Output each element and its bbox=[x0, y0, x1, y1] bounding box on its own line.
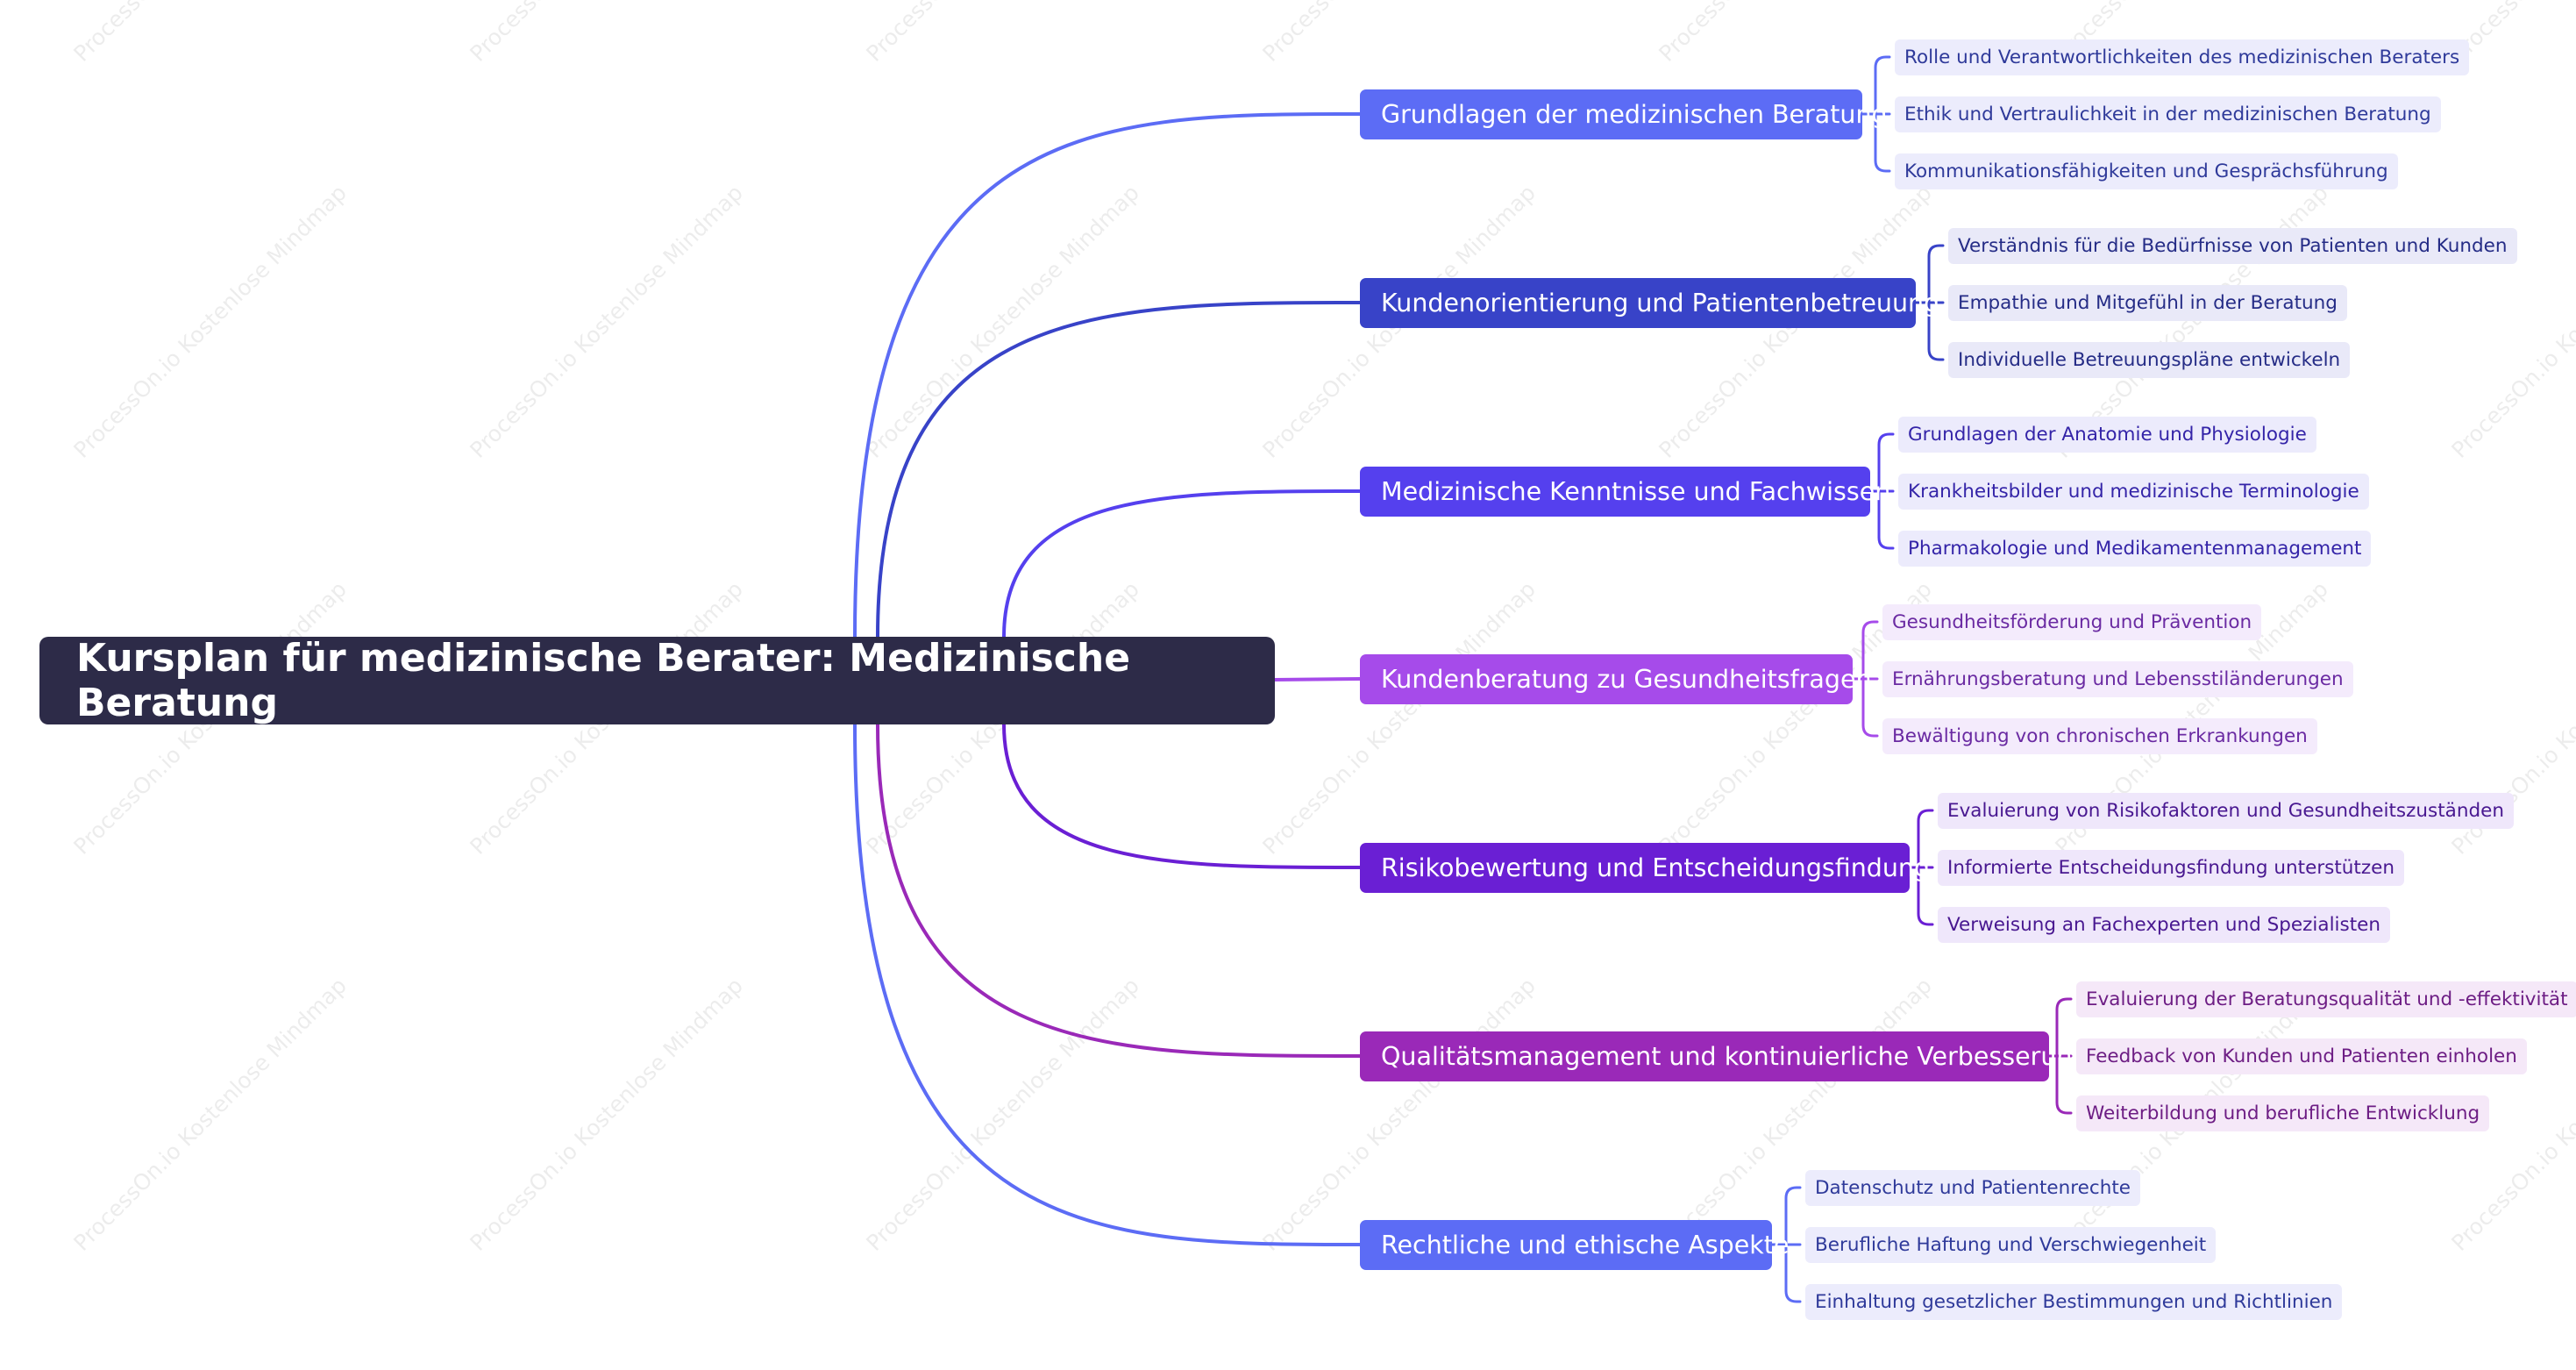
leaf-node[interactable]: Datenschutz und Patientenrechte bbox=[1805, 1169, 2140, 1206]
leaf-node[interactable]: Bewältigung von chronischen Erkrankungen bbox=[1882, 717, 2317, 754]
leaf-bracket bbox=[2055, 997, 2073, 1115]
leaf-label: Gesundheitsförderung und Prävention bbox=[1892, 610, 2252, 633]
branch-connector bbox=[876, 723, 1362, 1058]
leaf-node[interactable]: Rolle und Verantwortlichkeiten des mediz… bbox=[1895, 39, 2470, 75]
leaf-label: Berufliche Haftung und Verschwiegenheit bbox=[1815, 1233, 2207, 1256]
leaf-label: Krankheitsbilder und medizinische Termin… bbox=[1908, 480, 2359, 503]
leaf-node[interactable]: Evaluierung der Beratungsqualität und -e… bbox=[2076, 981, 2576, 1017]
branch-connector bbox=[876, 301, 1362, 639]
leaf-label: Ethik und Vertraulichkeit in der medizin… bbox=[1904, 103, 2431, 125]
branch-connector bbox=[1002, 489, 1362, 639]
leaf-label: Empathie und Mitgefühl in der Beratung bbox=[1958, 291, 2338, 314]
branch-label: Qualitätsmanagement und kontinuierliche … bbox=[1381, 1041, 2089, 1071]
branch-node[interactable]: Risikobewertung und Entscheidungsfindung bbox=[1360, 842, 1930, 893]
leaf-node[interactable]: Ernährungsberatung und Lebensstiländerun… bbox=[1882, 660, 2353, 697]
leaf-node[interactable]: Krankheitsbilder und medizinische Termin… bbox=[1898, 473, 2369, 510]
leaf-label: Bewältigung von chronischen Erkrankungen bbox=[1892, 724, 2308, 747]
leaf-label: Individuelle Betreuungspläne entwickeln bbox=[1958, 348, 2341, 371]
leaf-node[interactable]: Feedback von Kunden und Patienten einhol… bbox=[2076, 1038, 2527, 1074]
leaf-node[interactable]: Verständnis für die Bedürfnisse von Pati… bbox=[1948, 227, 2517, 264]
leaf-node[interactable]: Berufliche Haftung und Verschwiegenheit bbox=[1805, 1226, 2217, 1263]
leaf-label: Evaluierung von Risikofaktoren und Gesun… bbox=[1947, 799, 2504, 822]
leaf-label: Evaluierung der Beratungsqualität und -e… bbox=[2086, 988, 2568, 1010]
branch-node[interactable]: Medizinische Kenntnisse und Fachwissen bbox=[1360, 466, 1890, 517]
leaf-node[interactable]: Weiterbildung und berufliche Entwicklung bbox=[2076, 1095, 2490, 1131]
leaf-label: Informierte Entscheidungsfindung unterst… bbox=[1947, 856, 2395, 879]
branch-node[interactable]: Kundenorientierung und Patientenbetreuun… bbox=[1360, 277, 1939, 328]
leaf-bracket bbox=[1917, 809, 1934, 926]
leaf-node[interactable]: Pharmakologie und Medikamentenmanagement bbox=[1898, 530, 2372, 567]
branch-node[interactable]: Rechtliche und ethische Aspekte bbox=[1360, 1219, 1789, 1270]
branch-node[interactable]: Kundenberatung zu Gesundheitsfragen bbox=[1360, 653, 1872, 704]
leaf-node[interactable]: Empathie und Mitgefühl in der Beratung bbox=[1948, 284, 2347, 321]
leaf-bracket bbox=[1874, 55, 1891, 173]
branch-connector bbox=[853, 112, 1362, 639]
leaf-bracket bbox=[1861, 620, 1879, 738]
branch-node[interactable]: Qualitätsmanagement und kontinuierliche … bbox=[1360, 1031, 2089, 1081]
leaf-label: Datenschutz und Patientenrechte bbox=[1815, 1176, 2131, 1199]
leaf-label: Kommunikationsfähigkeiten und Gesprächsf… bbox=[1904, 160, 2388, 182]
leaf-bracket bbox=[1784, 1186, 1802, 1303]
leaf-node[interactable]: Informierte Entscheidungsfindung unterst… bbox=[1938, 849, 2404, 886]
leaf-node[interactable]: Verweisung an Fachexperten und Spezialis… bbox=[1938, 906, 2391, 943]
leaf-label: Grundlagen der Anatomie und Physiologie bbox=[1908, 423, 2307, 446]
leaf-label: Rolle und Verantwortlichkeiten des mediz… bbox=[1904, 46, 2460, 68]
branch-label: Risikobewertung und Entscheidungsfindung bbox=[1381, 853, 1931, 882]
leaf-node[interactable]: Gesundheitsförderung und Prävention bbox=[1882, 603, 2262, 640]
leaf-label: Verweisung an Fachexperten und Spezialis… bbox=[1947, 913, 2381, 936]
leaf-label: Einhaltung gesetzlicher Bestimmungen und… bbox=[1815, 1290, 2333, 1313]
leaf-node[interactable]: Ethik und Vertraulichkeit in der medizin… bbox=[1895, 96, 2441, 132]
central-topic-label: Kursplan für medizinische Berater: Mediz… bbox=[76, 636, 1131, 725]
branch-label: Rechtliche und ethische Aspekte bbox=[1381, 1230, 1790, 1259]
branch-connector bbox=[1273, 677, 1362, 681]
branch-label: Grundlagen der medizinischen Beratung bbox=[1381, 99, 1888, 129]
leaf-node[interactable]: Einhaltung gesetzlicher Bestimmungen und… bbox=[1805, 1283, 2343, 1320]
leaf-label: Feedback von Kunden und Patienten einhol… bbox=[2086, 1045, 2517, 1067]
leaf-label: Pharmakologie und Medikamentenmanagement bbox=[1908, 537, 2362, 560]
branch-connector bbox=[1002, 723, 1362, 869]
leaf-bracket bbox=[1877, 432, 1895, 550]
branch-node[interactable]: Grundlagen der medizinischen Beratung bbox=[1360, 89, 1888, 139]
branch-connector bbox=[853, 723, 1362, 1246]
leaf-label: Weiterbildung und berufliche Entwicklung bbox=[2086, 1102, 2480, 1124]
central-topic-node[interactable]: Kursplan für medizinische Berater: Mediz… bbox=[39, 636, 1275, 725]
leaf-node[interactable]: Evaluierung von Risikofaktoren und Gesun… bbox=[1938, 792, 2514, 829]
branch-label: Kundenorientierung und Patientenbetreuun… bbox=[1381, 288, 1940, 318]
leaf-label: Verständnis für die Bedürfnisse von Pati… bbox=[1958, 234, 2508, 257]
leaf-node[interactable]: Individuelle Betreuungspläne entwickeln bbox=[1948, 341, 2351, 378]
leaf-bracket bbox=[1927, 244, 1945, 361]
leaf-label: Ernährungsberatung und Lebensstiländerun… bbox=[1892, 667, 2344, 690]
branch-label: Kundenberatung zu Gesundheitsfragen bbox=[1381, 664, 1872, 694]
branch-label: Medizinische Kenntnisse und Fachwissen bbox=[1381, 476, 1891, 506]
leaf-node[interactable]: Kommunikationsfähigkeiten und Gesprächsf… bbox=[1895, 153, 2398, 189]
leaf-node[interactable]: Grundlagen der Anatomie und Physiologie bbox=[1898, 416, 2316, 453]
